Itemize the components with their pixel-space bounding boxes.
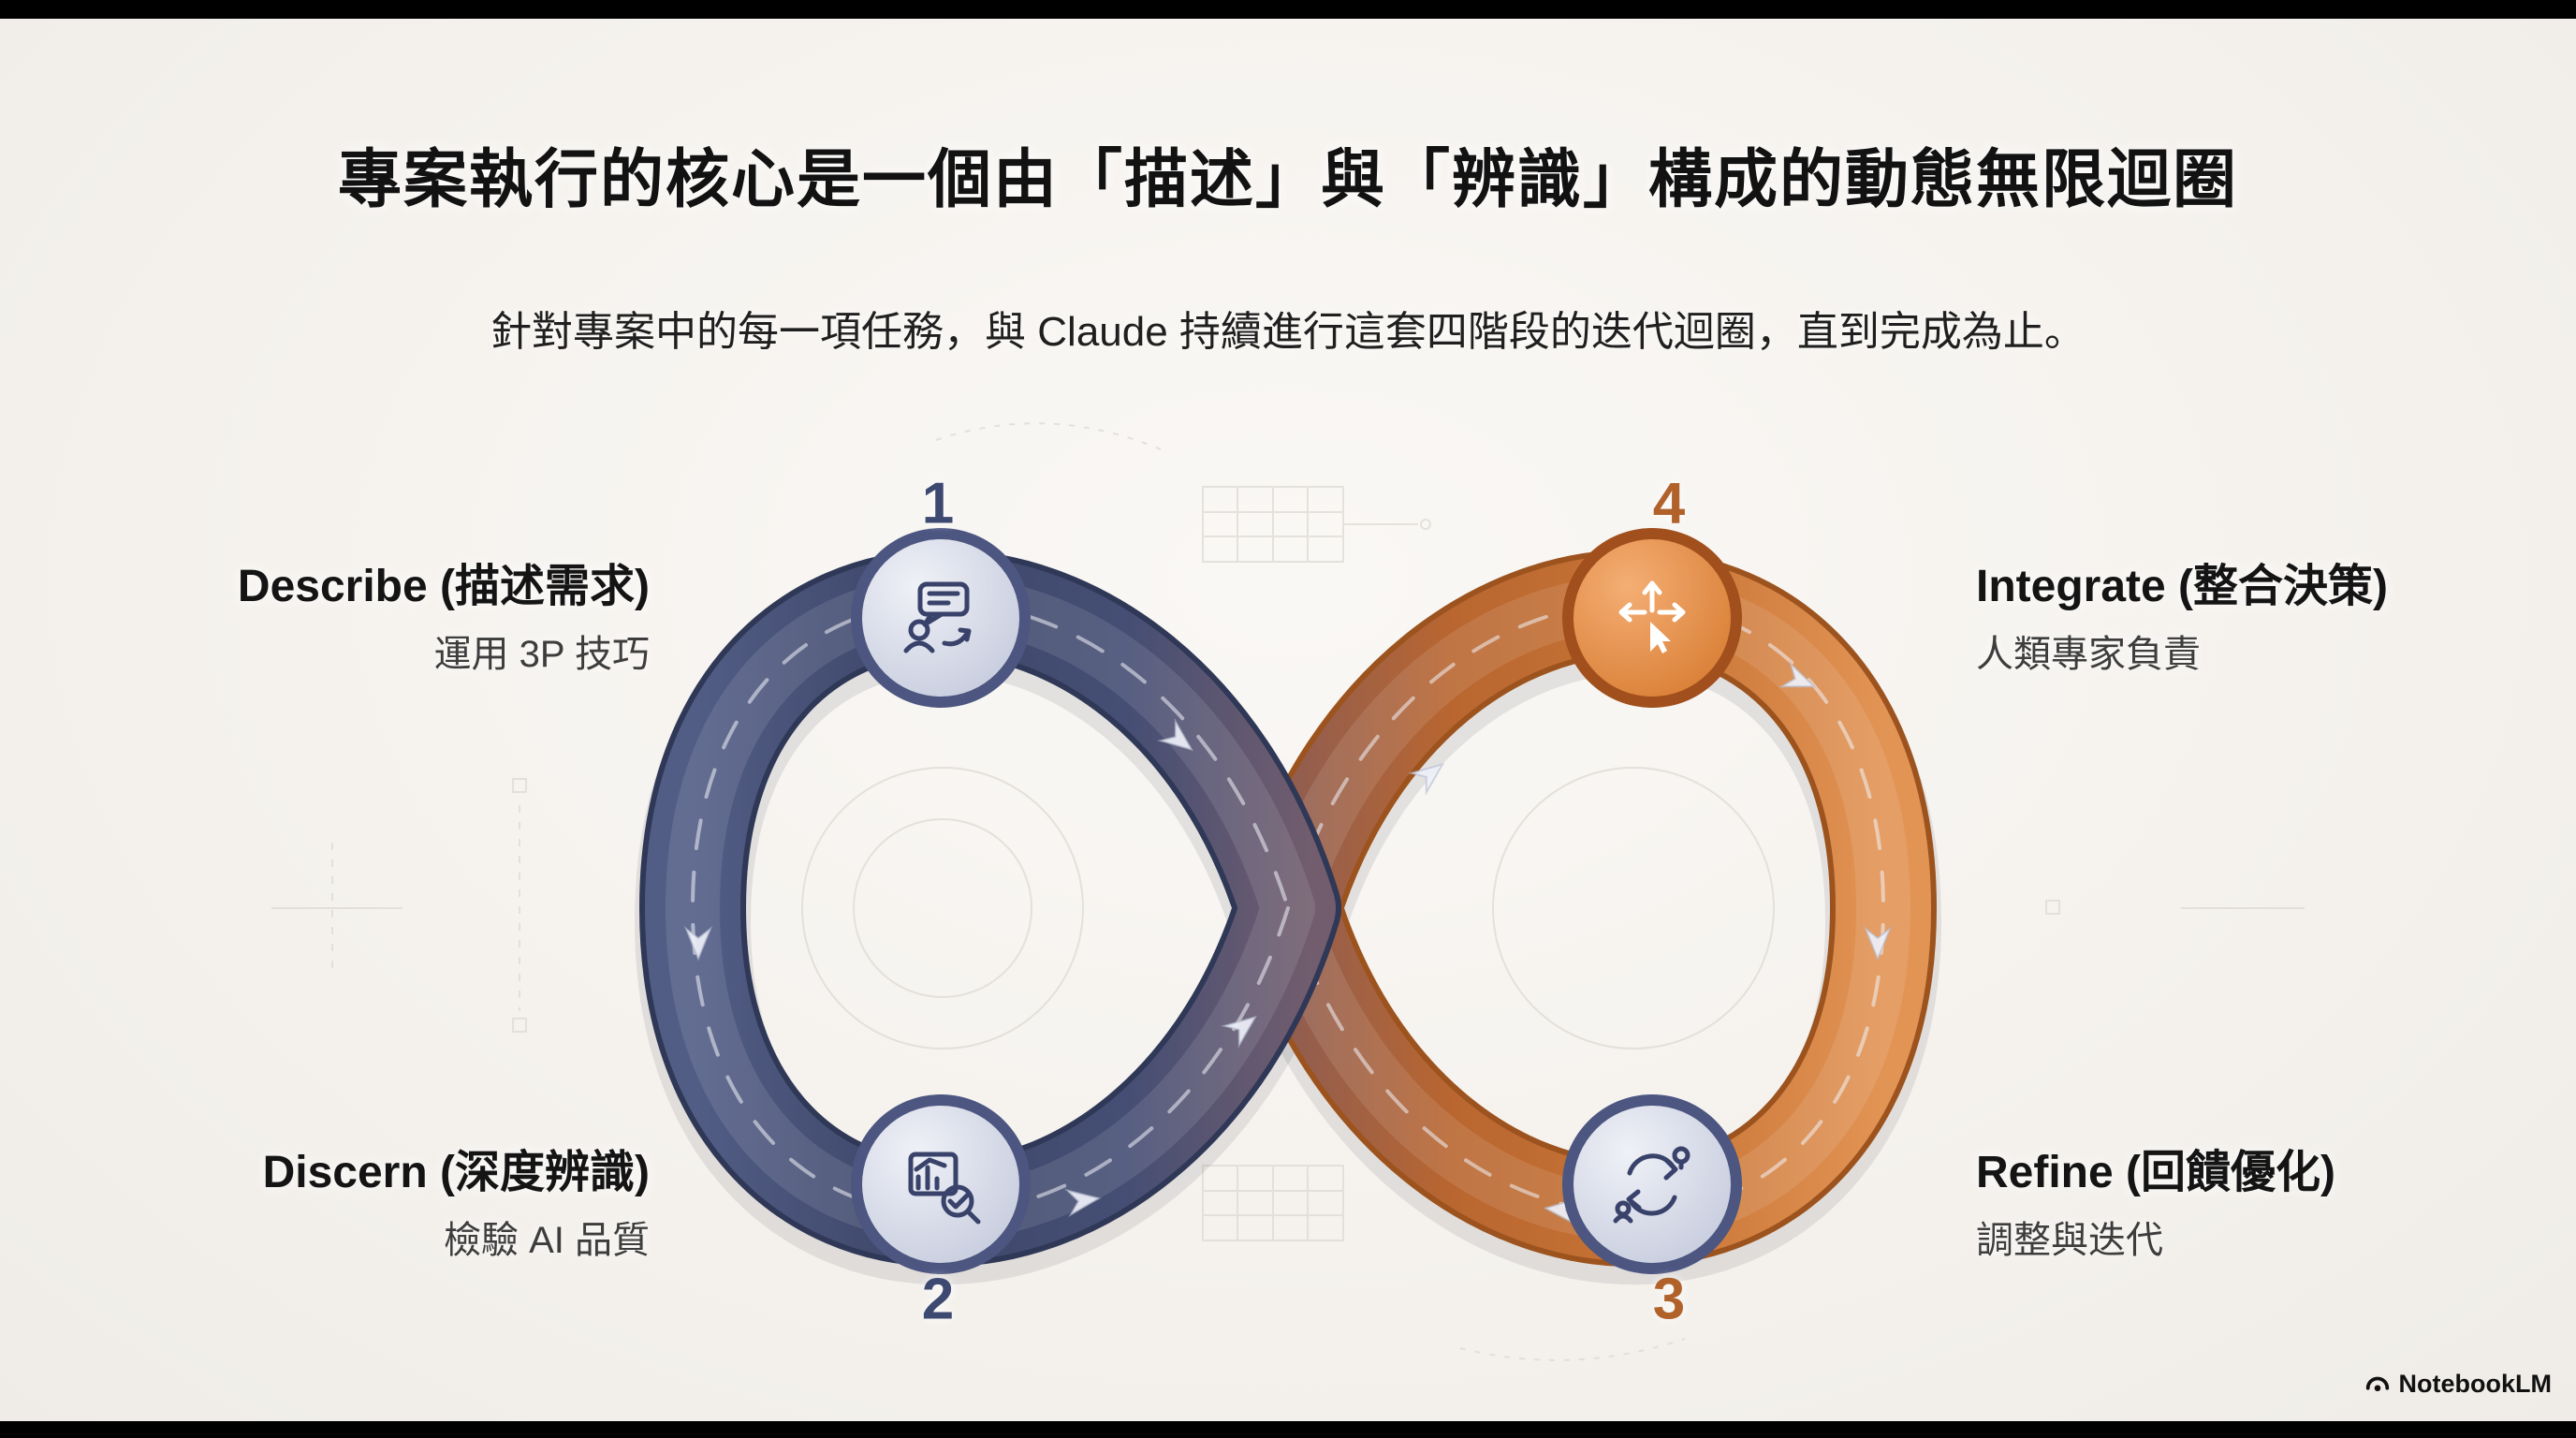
- chat-person-icon: [903, 581, 972, 653]
- stage-label-describe: Describe (描述需求) 運用 3P 技巧: [238, 549, 650, 678]
- flow-arrow: [1778, 660, 1817, 688]
- notebooklm-logo-icon: [2365, 1376, 2389, 1391]
- stage-label-refine: Refine (回饋優化) 調整與迭代: [1976, 1135, 2335, 1264]
- page-title: 專案執行的核心是一個由「描述」與「辨識」構成的動態無限迴圈: [337, 144, 2238, 215]
- flow-arrow: [1064, 1188, 1102, 1218]
- stage-title-refine: Refine (回饋優化): [1976, 1148, 2336, 1197]
- describe-stage-circle: [851, 528, 1031, 708]
- cycle-arrows-icon: [1613, 1146, 1690, 1224]
- chart-magnifier-icon: [908, 1152, 981, 1225]
- stage-title-integrate: Integrate (整合決策): [1976, 562, 2389, 611]
- stage-number-refine: 3: [1652, 1267, 1686, 1332]
- stage-subtitle-integrate: 人類專家負責: [1976, 634, 2201, 675]
- watermark-text: NotebookLM: [2398, 1370, 2552, 1398]
- stage-number-integrate: 4: [1652, 471, 1686, 536]
- stage-subtitle-refine: 調整與迭代: [1976, 1220, 2163, 1261]
- refine-stage-circle: [1562, 1094, 1742, 1274]
- flow-arrow: [1220, 1015, 1258, 1049]
- stage-title-discern: Discern (深度辨識): [262, 1148, 650, 1197]
- stage-label-discern: Discern (深度辨識) 檢驗 AI 品質: [263, 1135, 650, 1264]
- infinity-loop-diagram: [271, 422, 2305, 1361]
- direction-arrows-icon: [1618, 580, 1686, 653]
- flow-arrow: [683, 925, 713, 961]
- content-area: 專案執行的核心是一個由「描述」與「辨識」構成的動態無限迴圈 針對專案中的每一項任…: [0, 19, 2576, 1421]
- stage-title-describe: Describe (描述需求): [237, 562, 650, 611]
- stage-number-discern: 2: [921, 1267, 955, 1332]
- stage-number-describe: 1: [921, 471, 955, 536]
- flow-arrow: [1156, 717, 1194, 752]
- flow-arrow: [1863, 925, 1893, 961]
- discern-stage-circle: [851, 1094, 1031, 1274]
- stage-subtitle-describe: 運用 3P 技巧: [433, 634, 650, 675]
- integrate-stage-circle: [1562, 528, 1742, 708]
- watermark: NotebookLM: [2364, 1370, 2552, 1399]
- blueprint-decorations: [271, 422, 2305, 1361]
- page-subtitle: 針對專案中的每一項任務，與 Claude 持續進行這套四階段的迭代迴圈，直到完成…: [490, 309, 2086, 355]
- stage-subtitle-discern: 檢驗 AI 品質: [443, 1220, 650, 1261]
- stage-label-integrate: Integrate (整合決策) 人類專家負責: [1976, 549, 2388, 678]
- infinity-band-left: [638, 549, 1341, 1268]
- flow-arrow: [1407, 762, 1445, 797]
- infinity-band-right: [1235, 549, 1938, 1268]
